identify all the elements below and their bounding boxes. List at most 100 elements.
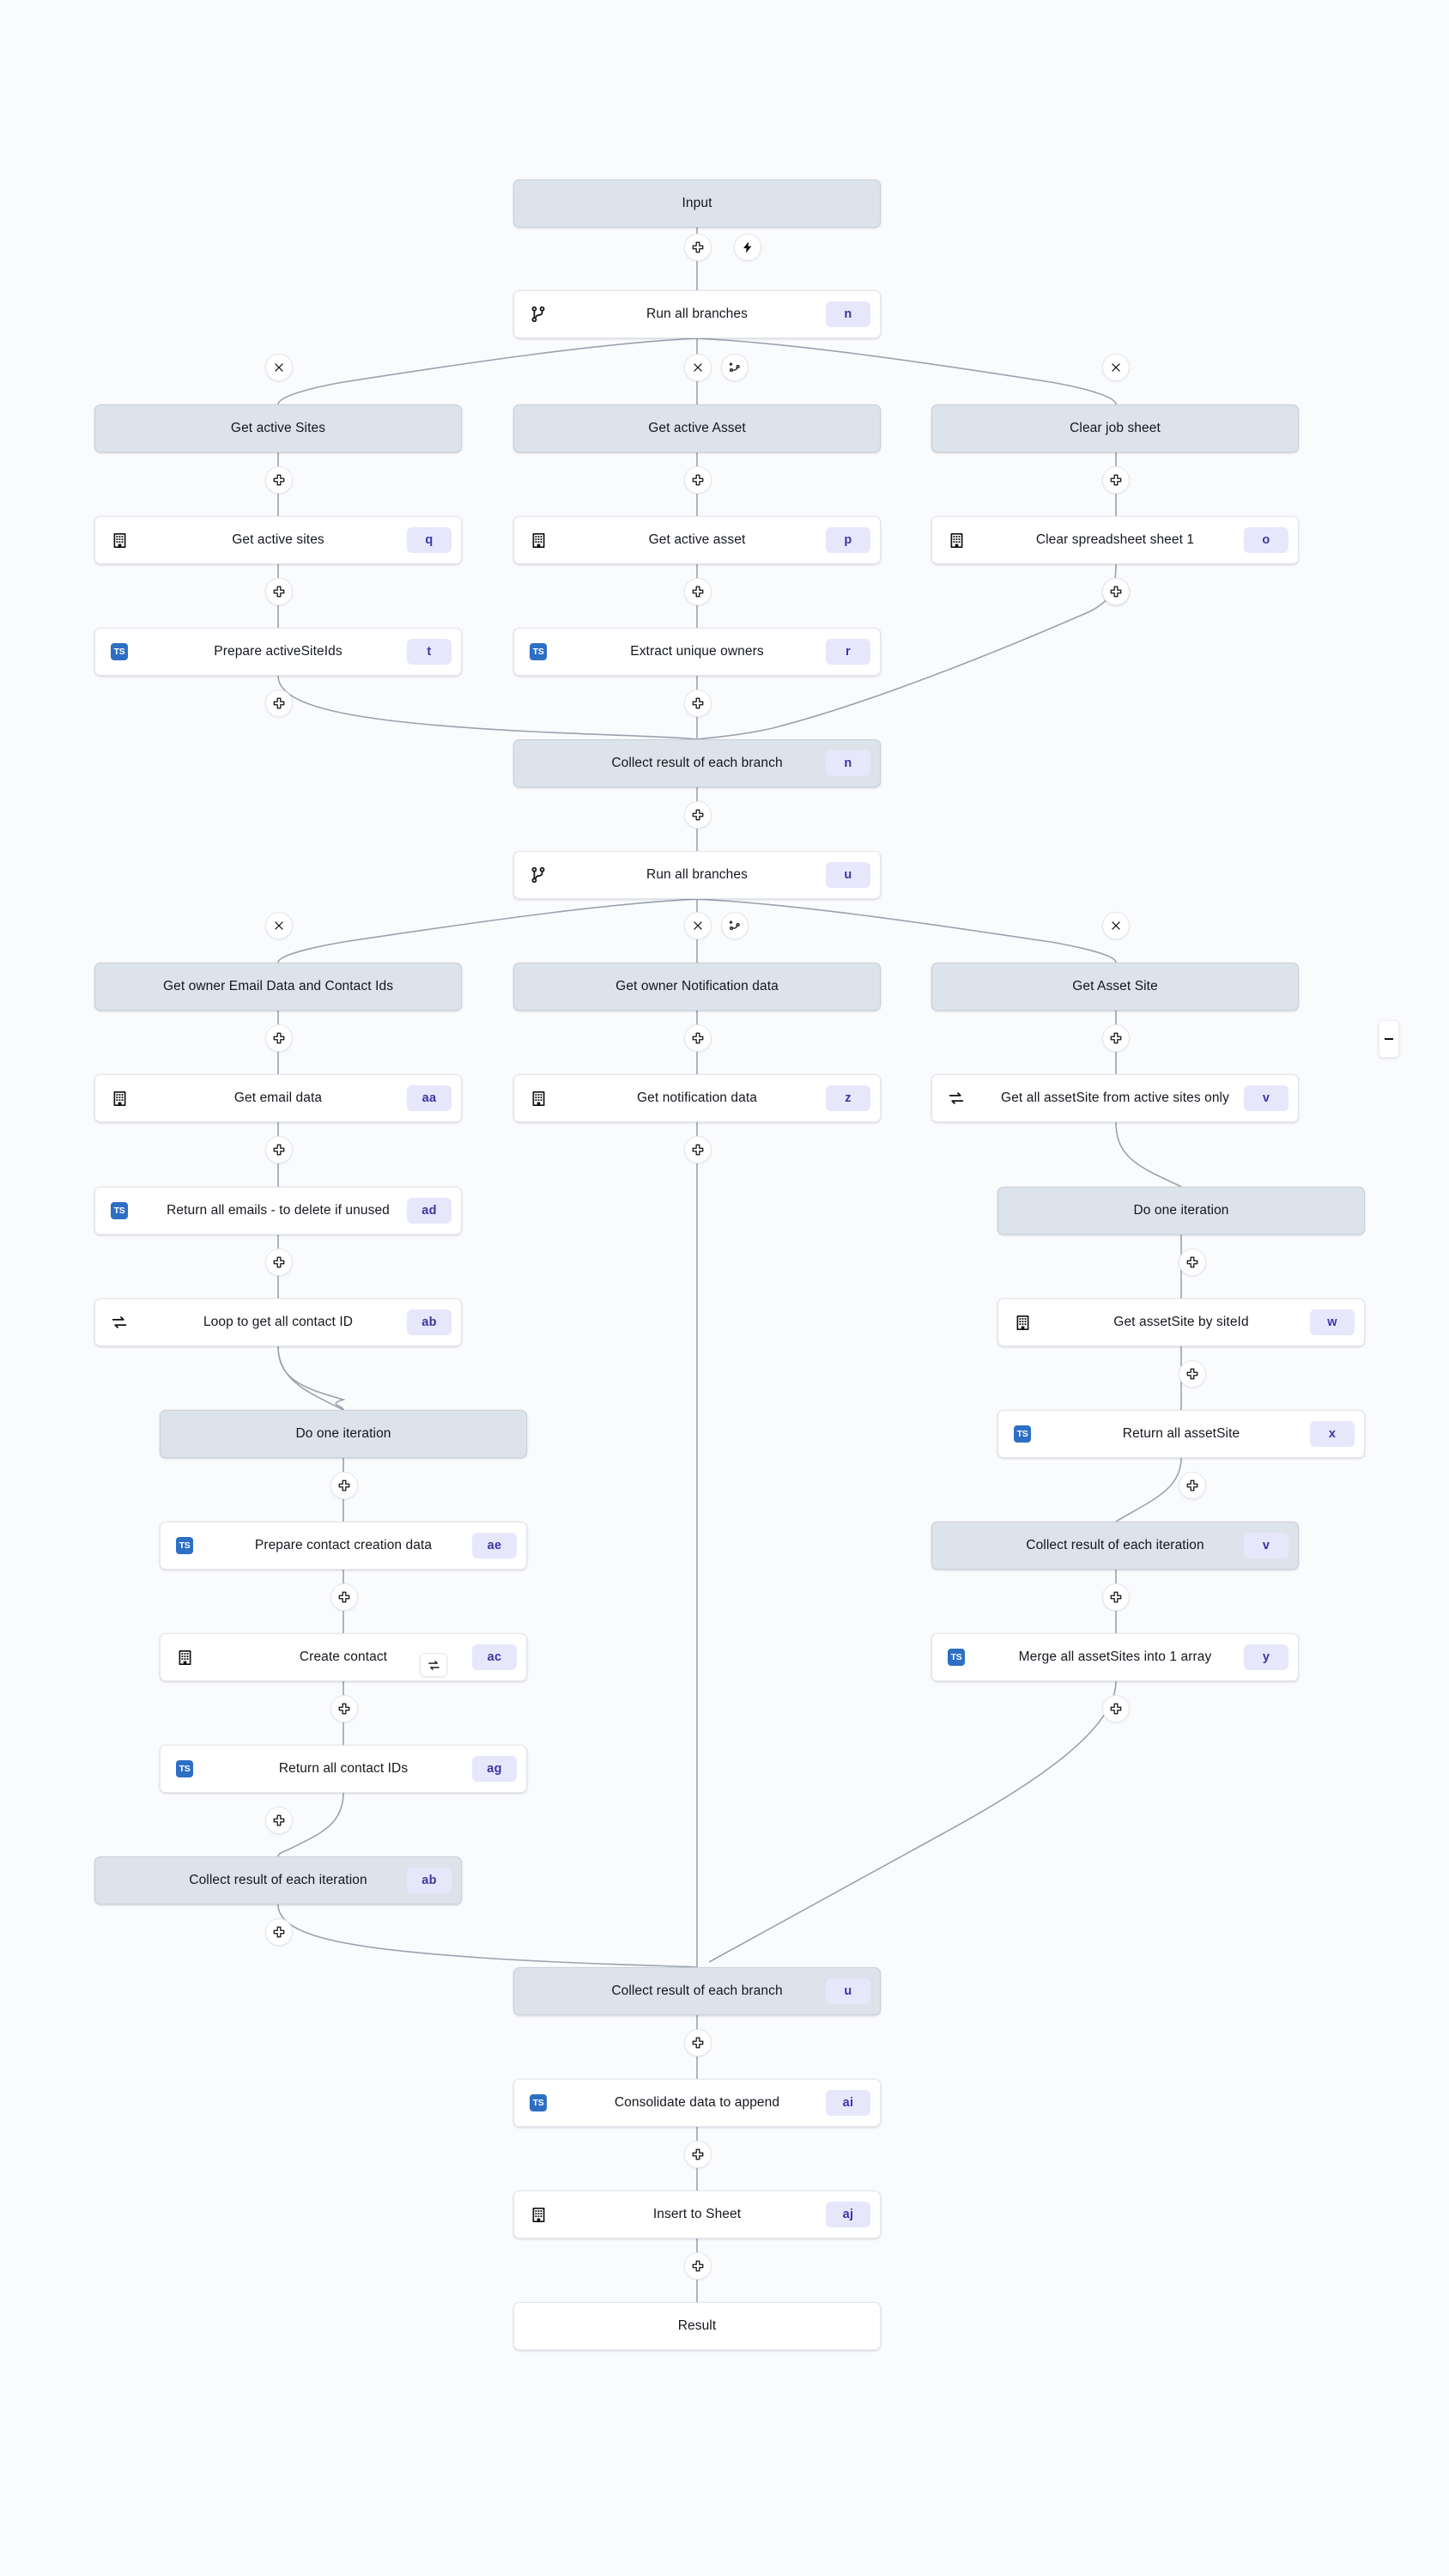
collapse-panel-handle[interactable] [1379,1020,1399,1058]
add-step-button[interactable] [330,1695,358,1722]
add-step-button[interactable] [265,1807,293,1834]
add-step-button[interactable] [1179,1249,1206,1276]
remove-branch-button[interactable] [1102,354,1130,381]
node-badge[interactable]: z [826,1085,870,1111]
remove-branch-button[interactable] [265,912,293,939]
node-badge[interactable]: ac [472,1644,517,1670]
add-step-button[interactable] [265,1024,293,1052]
add-step-button[interactable] [684,1024,712,1052]
node-badge[interactable]: x [1310,1421,1355,1447]
node-badge[interactable]: t [407,639,452,665]
node-badge[interactable]: ab [407,1868,452,1893]
add-step-button[interactable] [1102,1695,1130,1722]
node-input[interactable]: Input [513,179,881,228]
add-step-button[interactable] [684,2141,712,2168]
remove-branch-button[interactable] [684,912,712,939]
add-step-button[interactable] [265,1249,293,1276]
node-badge[interactable]: aa [407,1085,452,1111]
node-badge[interactable]: u [826,862,870,888]
add-step-button[interactable] [684,2252,712,2280]
add-step-button[interactable] [1179,1472,1206,1499]
node-badge[interactable]: v [1244,1085,1288,1111]
add-step-button[interactable] [684,801,712,829]
retry-button[interactable] [420,1653,447,1677]
node-grp_email[interactable]: Get owner Email Data and Contact Ids [94,963,462,1011]
node-badge[interactable]: aj [826,2202,870,2227]
node-badge[interactable]: ab [407,1309,452,1335]
node-badge[interactable]: ad [407,1198,452,1224]
add-step-button[interactable] [265,1918,293,1946]
add-step-button[interactable] [1102,466,1130,494]
add-branch-button[interactable] [721,354,749,381]
node-badge[interactable]: ai [826,2090,870,2116]
node-grp_iter_r[interactable]: Do one iteration [997,1187,1365,1235]
node-badge[interactable]: ae [472,1533,517,1558]
node-badge[interactable]: w [1310,1309,1355,1335]
node-badge[interactable]: o [1244,527,1288,553]
node-badge[interactable]: ag [472,1756,517,1782]
node-grp_sites[interactable]: Get active Sites [94,404,462,453]
trigger-button[interactable] [734,234,761,261]
node-grp_jobsheet[interactable]: Clear job sheet [931,404,1299,453]
add-step-button[interactable] [265,1136,293,1163]
add-step-button[interactable] [684,690,712,717]
add-step-button[interactable] [684,2029,712,2057]
node-badge[interactable]: q [407,527,452,553]
add-step-button[interactable] [265,690,293,717]
node-badge[interactable]: n [826,301,870,327]
node-result[interactable]: Result [513,2302,881,2350]
add-step-button[interactable] [1102,1024,1130,1052]
add-step-button[interactable] [1102,1583,1130,1611]
add-step-button[interactable] [330,1472,358,1499]
remove-branch-button[interactable] [684,354,712,381]
node-getallassite[interactable]: Get all assetSite from active sites only… [931,1074,1299,1122]
node-badge[interactable]: n [826,750,870,776]
remove-branch-button[interactable] [1102,912,1130,939]
remove-branch-button[interactable] [265,354,293,381]
node-badge[interactable]: y [1244,1644,1288,1670]
add-step-button[interactable] [1102,578,1130,605]
node-grp_asset[interactable]: Get active Asset [513,404,881,453]
node-badge[interactable]: u [826,1978,870,2004]
node-grp_notif[interactable]: Get owner Notification data [513,963,881,1011]
add-step-button[interactable] [684,234,712,261]
add-step-button[interactable] [330,1583,358,1611]
add-step-button[interactable] [684,578,712,605]
node-grp_assite[interactable]: Get Asset Site [931,963,1299,1011]
add-step-button[interactable] [265,578,293,605]
add-branch-button[interactable] [721,912,749,939]
node-grp_iter_l[interactable]: Do one iteration [160,1410,527,1458]
add-step-button[interactable] [265,466,293,494]
typescript-icon: TS [111,643,128,660]
add-step-button[interactable] [1179,1360,1206,1388]
node-badge[interactable]: v [1244,1533,1288,1558]
node-badge[interactable]: p [826,527,870,553]
add-step-button[interactable] [684,1136,712,1163]
node-badge[interactable]: r [826,639,870,665]
add-step-button[interactable] [684,466,712,494]
